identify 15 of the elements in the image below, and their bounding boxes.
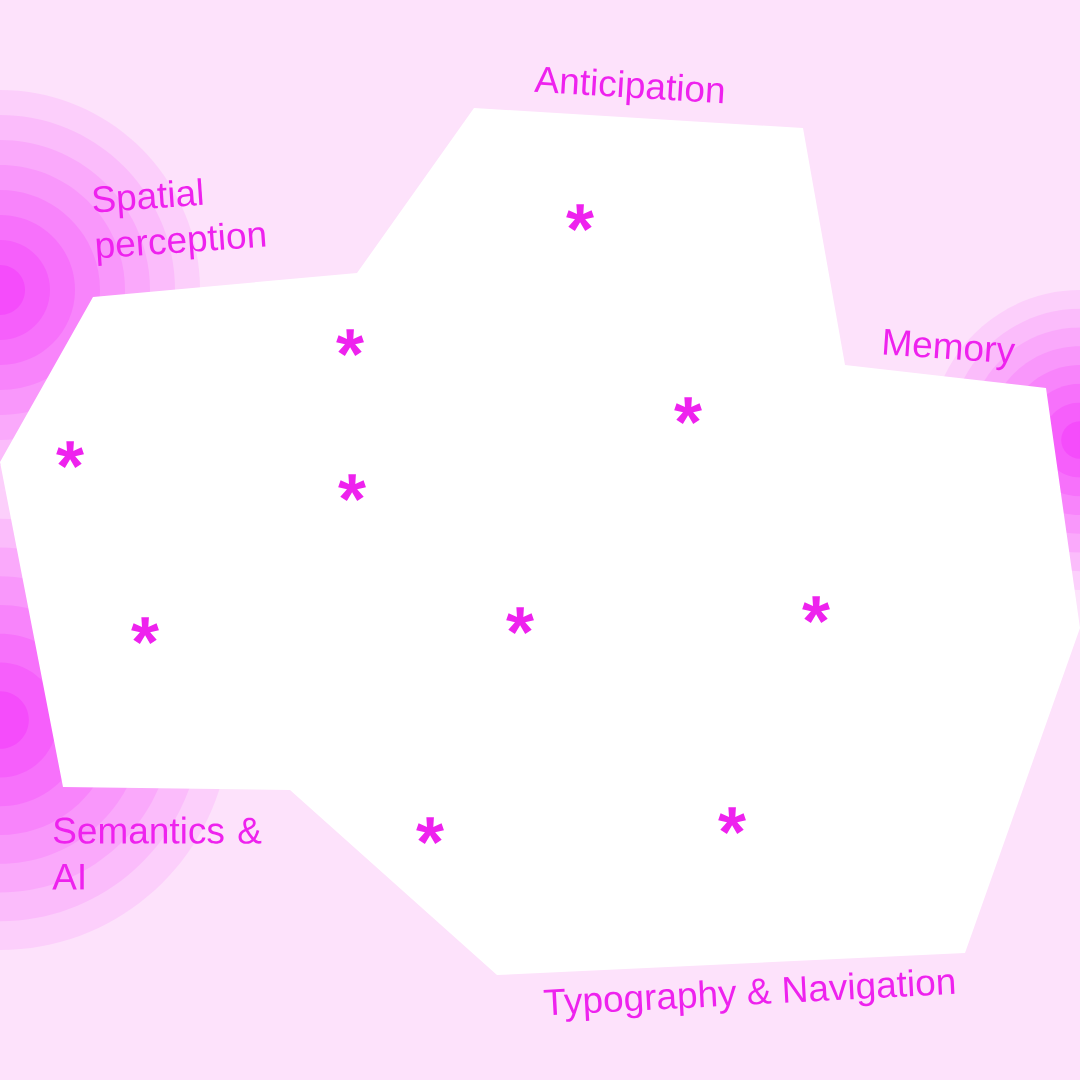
- category-label: Memory: [883, 329, 1016, 371]
- asterisk-mark: *: [338, 474, 366, 502]
- asterisk-mark: *: [566, 204, 594, 232]
- category-label: Semantics & AI: [52, 816, 262, 890]
- asterisk-mark: *: [336, 329, 364, 357]
- category-label: Anticipation: [534, 66, 724, 106]
- asterisk-mark: *: [802, 596, 830, 624]
- asterisk-mark: *: [674, 397, 702, 425]
- category-label: Spatial perception: [93, 178, 266, 266]
- asterisk-mark: *: [506, 607, 534, 635]
- asterisk-mark: *: [416, 817, 444, 845]
- asterisk-mark: *: [718, 807, 746, 835]
- asterisk-mark: *: [131, 617, 159, 645]
- asterisk-mark: *: [56, 441, 84, 469]
- category-label: Typography & Navigation: [543, 969, 955, 1022]
